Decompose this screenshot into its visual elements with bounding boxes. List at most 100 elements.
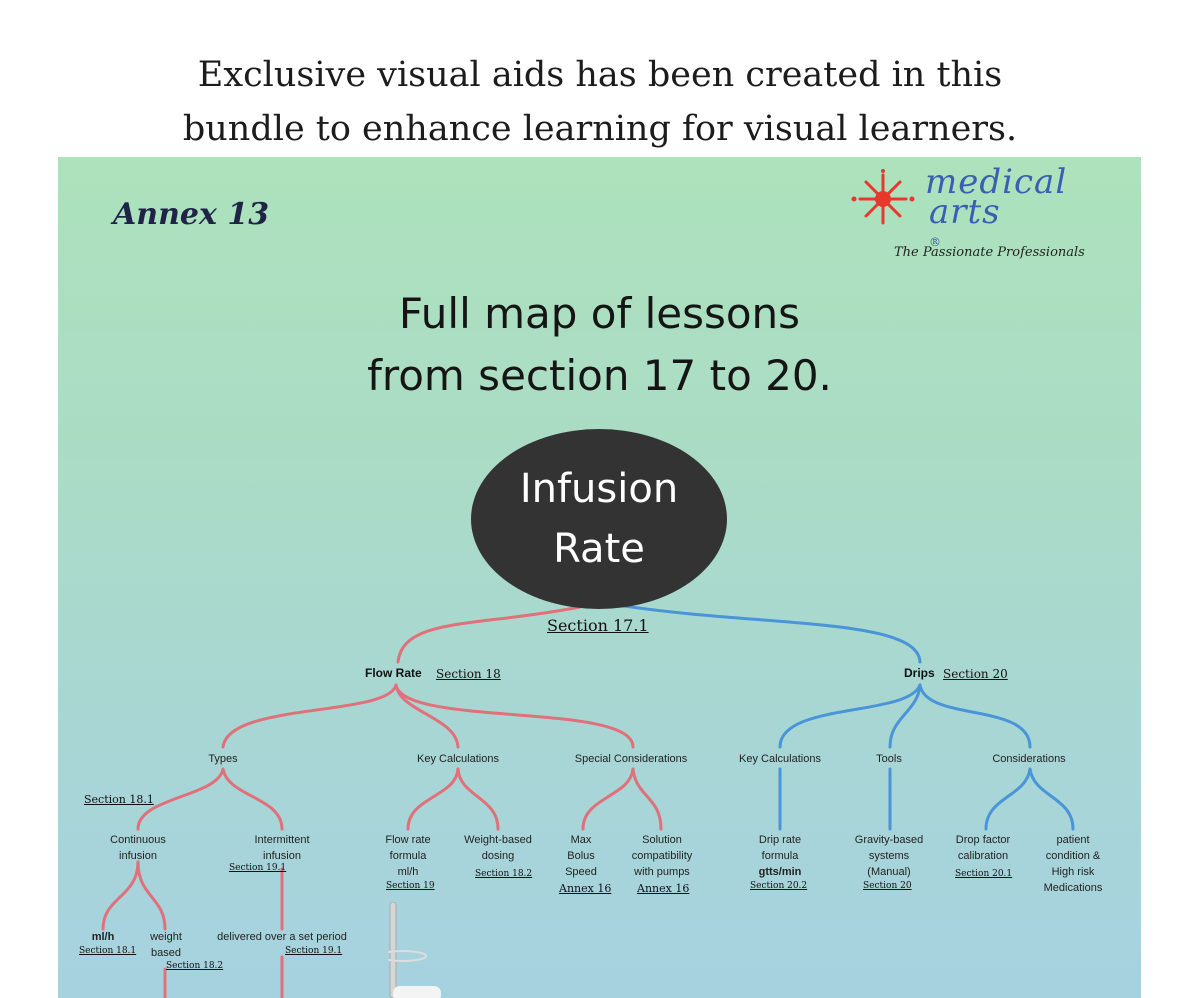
drip-rate-formula-node: Drip rate formula gtts/min bbox=[759, 832, 802, 880]
types-section-ref: Section 18.1 bbox=[84, 793, 154, 806]
continuous-line-1: Continuous bbox=[110, 834, 166, 846]
connector-flow-rate-to-types bbox=[221, 683, 398, 749]
weight-based-dosing-node: Weight-based dosing bbox=[464, 832, 532, 864]
connector-keycalc-to-weight-dosing bbox=[456, 767, 500, 831]
intermittent-section-ref: Section 19.1 bbox=[229, 863, 287, 873]
gravity-section-ref: Section 20 bbox=[863, 881, 912, 891]
center-section-ref: Section 17.1 bbox=[547, 616, 649, 635]
drips-label: Drips bbox=[904, 666, 935, 680]
delivered-section-ref: Section 19.1 bbox=[285, 946, 343, 956]
gravity-line-3: (Manual) bbox=[867, 866, 911, 878]
solution-line-3: with pumps bbox=[634, 866, 690, 878]
gravity-line-1: Gravity-based bbox=[854, 834, 924, 846]
map-title-line-1: Full map of lessons bbox=[398, 289, 801, 338]
weight-based-line-2: based bbox=[151, 947, 181, 959]
center-node-infusion-rate: Infusion Rate bbox=[471, 429, 727, 609]
max-bolus-annex-ref: Annex 16 bbox=[559, 882, 612, 895]
max-bolus-line-3: Speed bbox=[565, 866, 597, 878]
infusion-pump-icon bbox=[388, 902, 441, 998]
connector-flow-rate-to-special bbox=[394, 683, 635, 749]
logo-word-arts: arts bbox=[929, 192, 1001, 232]
intermittent-line-1: Intermittent bbox=[254, 834, 310, 846]
types-label: Types bbox=[208, 753, 238, 765]
connector-root-to-drips bbox=[616, 603, 922, 664]
connector-continuous-to-weight-based bbox=[136, 860, 167, 931]
logo-tagline: The Passionate Professionals bbox=[894, 245, 1085, 260]
flow-rate-label: Flow Rate bbox=[365, 666, 422, 680]
delivered-over-set-period-node: delivered over a set period bbox=[217, 931, 347, 943]
drip-formula-section-ref: Section 20.2 bbox=[750, 881, 808, 891]
patient-condition-node: patient condition & High risk Medication… bbox=[1044, 832, 1103, 896]
solution-compatibility-node: Solution compatibility with pumps bbox=[632, 832, 693, 880]
continuous-line-2: infusion bbox=[119, 850, 157, 862]
drop-factor-line-1: Drop factor bbox=[955, 834, 1011, 846]
weight-dosing-section-ref: Section 18.2 bbox=[475, 869, 533, 879]
connector-keycalc-to-flow-formula bbox=[406, 767, 460, 831]
patient-line-3: High risk bbox=[1051, 866, 1095, 878]
solution-annex-ref: Annex 16 bbox=[637, 882, 690, 895]
weight-based-line-1: weight bbox=[150, 931, 182, 943]
connector-continuous-to-mlh bbox=[101, 860, 140, 931]
connector-special-to-max-bolus bbox=[581, 767, 635, 831]
intermittent-infusion-node: Intermittent infusion bbox=[254, 832, 309, 864]
connector-drips-to-tools bbox=[888, 683, 922, 749]
starburst-logo-icon bbox=[851, 169, 915, 225]
flow-rate-section-ref: Section 18 bbox=[436, 667, 501, 681]
mind-map-panel: Annex 13 medical arts ® The Passionate Pr… bbox=[58, 157, 1141, 998]
map-title: Full map of lessons from section 17 to 2… bbox=[58, 283, 1141, 407]
headline-line-1: Exclusive visual aids has been created i… bbox=[197, 55, 1003, 95]
gravity-line-2: systems bbox=[868, 850, 910, 862]
max-bolus-line-1: Max bbox=[570, 834, 592, 846]
drip-formula-line-1: Drip rate bbox=[758, 834, 802, 846]
continuous-infusion-node: Continuous infusion bbox=[110, 832, 166, 864]
connector-drips-to-considerations bbox=[918, 683, 1032, 749]
annex-title: Annex 13 bbox=[113, 197, 270, 232]
mlh-section-ref: Section 18.1 bbox=[79, 946, 137, 956]
flow-formula-line-2: formula bbox=[389, 850, 427, 862]
flow-formula-section-ref: Section 19 bbox=[386, 881, 435, 891]
drips-section-ref: Section 20 bbox=[943, 667, 1008, 681]
weight-dosing-line-2: dosing bbox=[481, 850, 515, 862]
connector-types-to-intermittent bbox=[221, 767, 284, 831]
weight-dosing-line-1: Weight-based bbox=[464, 834, 532, 846]
connector-special-to-solution bbox=[631, 767, 663, 831]
registered-mark: ® bbox=[929, 235, 942, 249]
drip-formula-line-2: formula bbox=[761, 850, 799, 862]
max-bolus-line-2: Bolus bbox=[567, 850, 595, 862]
drips-key-calculations-label: Key Calculations bbox=[739, 753, 821, 765]
drop-factor-calibration-node: Drop factor calibration bbox=[956, 832, 1010, 864]
mlh-node: ml/h bbox=[91, 931, 115, 943]
flow-formula-line-1: Flow rate bbox=[385, 834, 431, 846]
solution-line-2: compatibility bbox=[631, 850, 693, 862]
drop-factor-line-2: calibration bbox=[957, 850, 1009, 862]
drop-factor-section-ref: Section 20.1 bbox=[955, 869, 1013, 879]
map-title-line-2: from section 17 to 20. bbox=[367, 351, 832, 400]
page-headline: Exclusive visual aids has been created i… bbox=[0, 48, 1200, 156]
flow-key-calculations-label: Key Calculations bbox=[417, 753, 499, 765]
drip-formula-line-3: gtts/min bbox=[758, 866, 802, 878]
connector-considerations-to-patient bbox=[1028, 767, 1075, 831]
connector-flow-rate-to-key-calc bbox=[394, 683, 460, 749]
solution-line-1: Solution bbox=[642, 834, 682, 846]
gravity-based-systems-node: Gravity-based systems (Manual) bbox=[855, 832, 923, 880]
connector-types-to-continuous bbox=[136, 767, 225, 831]
connector-drips-to-key-calc bbox=[778, 683, 922, 749]
logo-wordmark: medical arts ® bbox=[925, 162, 1068, 257]
tools-label: Tools bbox=[876, 753, 902, 765]
connector-considerations-to-drop-factor bbox=[984, 767, 1032, 831]
flow-rate-formula-node: Flow rate formula ml/h bbox=[385, 832, 430, 880]
headline-line-2: bundle to enhance learning for visual le… bbox=[182, 109, 1018, 149]
patient-line-4: Medications bbox=[1043, 882, 1103, 894]
patient-line-2: condition & bbox=[1045, 850, 1101, 862]
connector-root-to-flow-rate bbox=[396, 605, 582, 664]
max-bolus-speed-node: Max Bolus Speed bbox=[565, 832, 597, 880]
mind-map-connectors bbox=[101, 603, 1075, 998]
intermittent-line-2: infusion bbox=[263, 850, 301, 862]
logo-word-medical: medical bbox=[925, 162, 1068, 202]
flow-formula-line-3: ml/h bbox=[397, 866, 419, 878]
center-node-line-1: Infusion bbox=[519, 466, 679, 512]
considerations-label: Considerations bbox=[992, 753, 1066, 765]
special-considerations-label: Special Considerations bbox=[574, 753, 688, 765]
weight-based-section-ref: Section 18.2 bbox=[166, 961, 224, 971]
weight-based-node: weight based bbox=[150, 929, 182, 961]
